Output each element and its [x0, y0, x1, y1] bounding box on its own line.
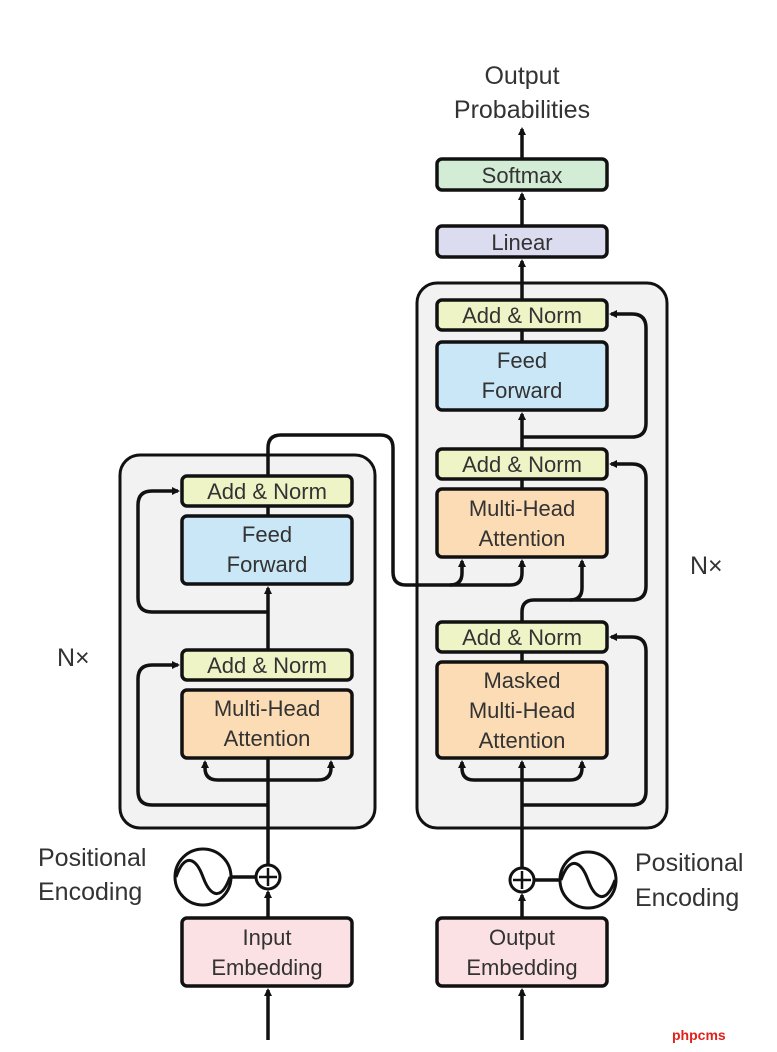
encoder-pe-line1: Positional: [38, 844, 146, 872]
masked-mha-line1: Masked: [483, 668, 560, 693]
encoder-pe-line2: Encoding: [38, 878, 142, 906]
encoder-ff-line2: Forward: [227, 552, 308, 577]
encoder-add-norm-bottom-label: Add & Norm: [207, 653, 327, 678]
decoder-connections: [458, 127, 648, 1040]
output-label-line1: Output: [484, 62, 559, 90]
decoder-ff-line2: Forward: [482, 378, 563, 403]
decoder-mha-line1: Multi-Head: [469, 496, 575, 521]
decoder-add-norm-top-label: Add & Norm: [462, 303, 582, 328]
decoder-feed-forward: [435, 340, 609, 412]
encoder-add-norm-top-label: Add & Norm: [207, 479, 327, 504]
decoder-masked-attention: [435, 660, 609, 760]
decoder-add-norm-bottom: [435, 620, 609, 654]
output-embedding: [435, 916, 609, 988]
decoder-add-norm-top: [435, 298, 609, 332]
input-embedding-line2: Embedding: [211, 955, 322, 980]
encoder-positional-encoding: Positional Encoding: [38, 844, 282, 907]
output-label-line2: Probabilities: [454, 96, 590, 124]
encoder-feed-forward: [180, 514, 354, 586]
decoder-pe-line2: Encoding: [635, 884, 739, 912]
input-embedding: [180, 916, 354, 988]
encoder-add-norm-bottom: [180, 648, 354, 682]
output-embedding-line2: Embedding: [466, 955, 577, 980]
encoder-ff-line1: Feed: [242, 522, 292, 547]
decoder-mha-line2: Attention: [479, 526, 566, 551]
decoder-add-norm-mid: [435, 447, 609, 481]
encoder-mha-line1: Multi-Head: [214, 696, 320, 721]
encoder-add-norm-top: [180, 474, 354, 508]
decoder-add-norm-bottom-label: Add & Norm: [462, 625, 582, 650]
watermark: phpcms: [672, 1027, 726, 1043]
linear-block: [435, 224, 609, 259]
encoder-panel: [118, 453, 377, 830]
decoder-positional-encoding: Positional Encoding: [508, 849, 743, 912]
masked-mha-line3: Attention: [479, 728, 566, 753]
decoder-add-norm-mid-label: Add & Norm: [462, 452, 582, 477]
encoder-nx-label: N×: [57, 644, 90, 672]
decoder-ff-line1: Feed: [497, 348, 547, 373]
softmax-block: [435, 157, 609, 192]
decoder-pe-line1: Positional: [635, 849, 743, 877]
input-embedding-line1: Input: [243, 925, 292, 950]
masked-mha-line2: Multi-Head: [469, 698, 575, 723]
softmax-label: Softmax: [482, 163, 563, 188]
linear-label: Linear: [491, 230, 552, 255]
output-embedding-line1: Output: [489, 925, 555, 950]
decoder-multi-head-attention: [435, 487, 609, 559]
encoder-mha-line2: Attention: [224, 726, 311, 751]
encoder-multi-head-attention: [180, 688, 354, 760]
decoder-nx-label: N×: [690, 552, 723, 580]
